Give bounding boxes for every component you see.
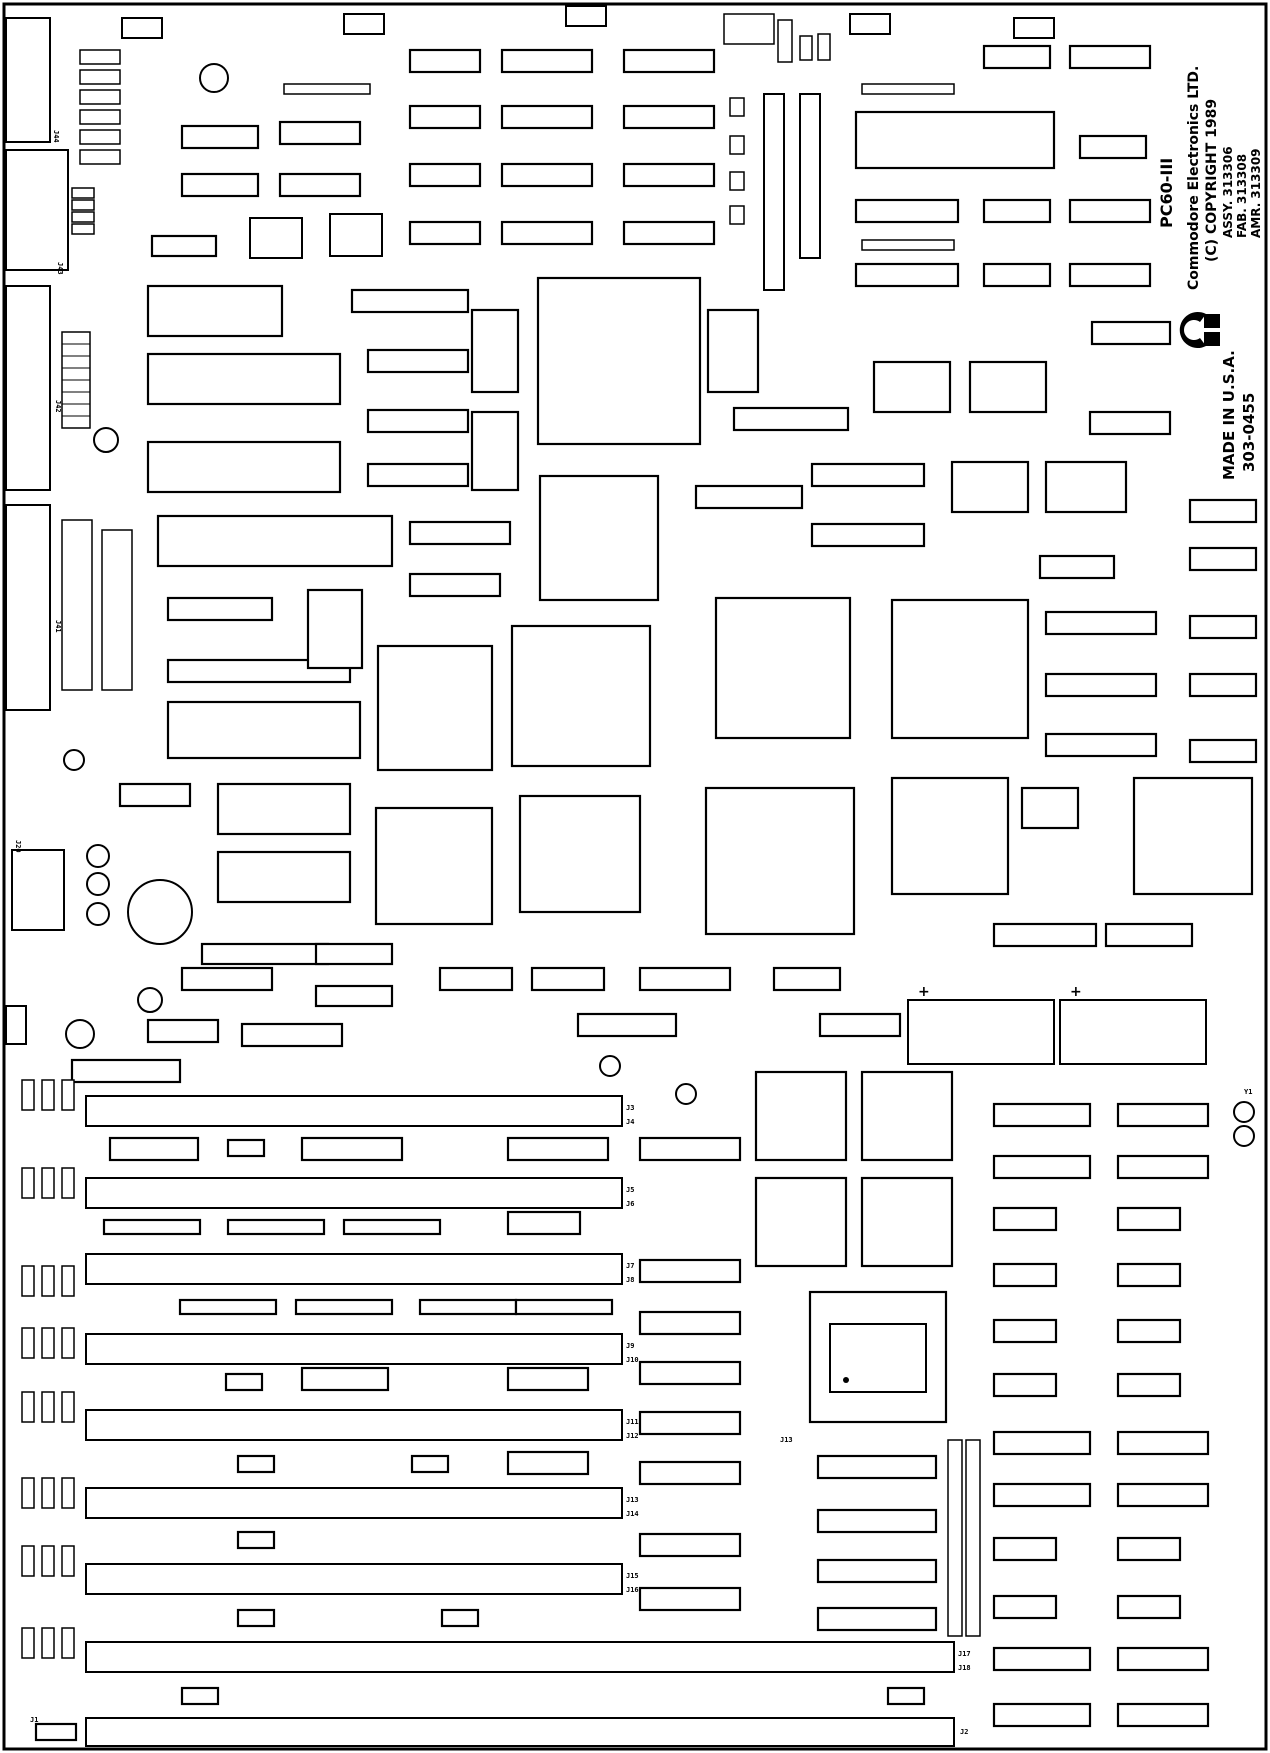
slot-7-bottom-label: J16 (626, 1586, 639, 1594)
connector-j44-label: J44 (52, 130, 60, 143)
dip-cpu-side (816, 1439, 981, 1637)
diode-top (777, 19, 793, 63)
slot-6-bottom-label: J14 (626, 1510, 639, 1518)
led-2 (86, 872, 110, 896)
capacitor-top-4 (849, 13, 891, 35)
resistor-array-j42 (61, 331, 91, 429)
connector-j20 (11, 849, 65, 931)
header-vertical-1 (763, 93, 785, 291)
board-company: Commodore Electronics LTD. (1186, 66, 1202, 290)
slot-4-top-label: J9 (626, 1342, 634, 1350)
resistor-array-j41 (61, 519, 133, 691)
slot-4-bottom-label: J10 (626, 1356, 639, 1364)
board-amr: AMR. 313309 (1249, 148, 1263, 238)
capacitor-top-2 (343, 13, 385, 35)
battery-plus-right: + (1070, 984, 1082, 1000)
jumper-column (729, 97, 745, 225)
led-6 (1233, 1125, 1255, 1147)
board-fab: FAB. 313308 (1235, 154, 1249, 238)
commodore-logo-icon (1179, 312, 1220, 348)
led-1 (86, 844, 110, 868)
resistor-top (799, 35, 813, 61)
resistor-bank-top-left (71, 49, 121, 235)
resistor-top-2 (817, 33, 831, 61)
connector-j1-label: J1 (30, 1716, 38, 1724)
battery-right (1059, 999, 1207, 1065)
transistor-round-4 (675, 1083, 697, 1105)
transistor-round-1 (65, 1019, 95, 1049)
connector-j43 (5, 149, 69, 271)
slot-7-top-label: J15 (626, 1572, 639, 1580)
dip-row-left-cluster (150, 83, 383, 259)
transistor-round-left (93, 427, 119, 453)
connector-j42 (5, 285, 51, 491)
led-4 (63, 749, 85, 771)
board-part-number: 303-0455 (1240, 393, 1258, 472)
board-copyright: (C) COPYRIGHT 1989 (1204, 99, 1220, 262)
slot-6-top-label: J13 (626, 1496, 639, 1504)
connector-j43-label: J43 (56, 262, 64, 275)
battery-left (907, 999, 1055, 1065)
header-vertical-2 (799, 93, 821, 259)
board-origin: MADE IN U.S.A. (1220, 350, 1238, 480)
connector-j20-label: J20 (14, 840, 22, 853)
dip-middle-rows (70, 288, 902, 1084)
dip-row-1 (408, 48, 716, 246)
slot-2-bottom-label: J6 (626, 1200, 634, 1208)
dip-right-lower (992, 1102, 1210, 1728)
square-chips-lower (754, 1070, 954, 1268)
connector-j42-label: J42 (54, 400, 62, 413)
speaker-round (127, 879, 193, 945)
connector-j13-label: J13 (780, 1436, 793, 1444)
dip-between-slots (34, 1136, 926, 1742)
plcc-chips (306, 276, 1254, 936)
board-assy: ASSY. 313306 (1221, 146, 1235, 238)
slot-8-top-label: J17 (958, 1650, 971, 1658)
slot-8-bottom-label: J18 (958, 1664, 971, 1672)
capacitor-top-1 (121, 17, 163, 39)
transistor-round-top (199, 63, 229, 93)
dip-right-columns (694, 320, 1258, 948)
transistor-round-3 (599, 1055, 621, 1077)
connector-j41 (5, 504, 51, 711)
cpu-pin1-dot (843, 1377, 849, 1383)
connector-j44 (5, 17, 51, 143)
slot-1-top-label: J3 (626, 1104, 634, 1112)
connector-j2-label: J2 (960, 1728, 968, 1736)
misc-y1-label: Y1 (1244, 1088, 1252, 1096)
slot-1-bottom-label: J4 (626, 1118, 634, 1126)
led-5 (1233, 1101, 1255, 1123)
dip-left-large (118, 284, 394, 904)
battery-plus-left: + (918, 984, 930, 1000)
slot-3-top-label: J7 (626, 1262, 634, 1270)
transistor-round-2 (137, 987, 163, 1013)
connector-small-left (5, 1005, 27, 1045)
jumper-block-top (723, 13, 775, 45)
slot-5-top-label: J11 (626, 1418, 639, 1426)
slot-3-bottom-label: J8 (626, 1276, 634, 1284)
dip-row-right-top (854, 44, 1152, 288)
board-model: PC60-III (1157, 158, 1176, 228)
board-silkscreen: PC60-III Commodore Electronics LTD. (C) … (1157, 66, 1263, 480)
capacitor-top-5 (1013, 17, 1055, 39)
expansion-slots (85, 1095, 955, 1747)
capacitor-top-3 (565, 5, 607, 27)
connector-j41-label: J41 (54, 620, 62, 633)
led-3 (86, 902, 110, 926)
capacitor-triplets (21, 1079, 75, 1659)
slot-2-top-label: J5 (626, 1186, 634, 1194)
slot-5-bottom-label: J12 (626, 1432, 639, 1440)
